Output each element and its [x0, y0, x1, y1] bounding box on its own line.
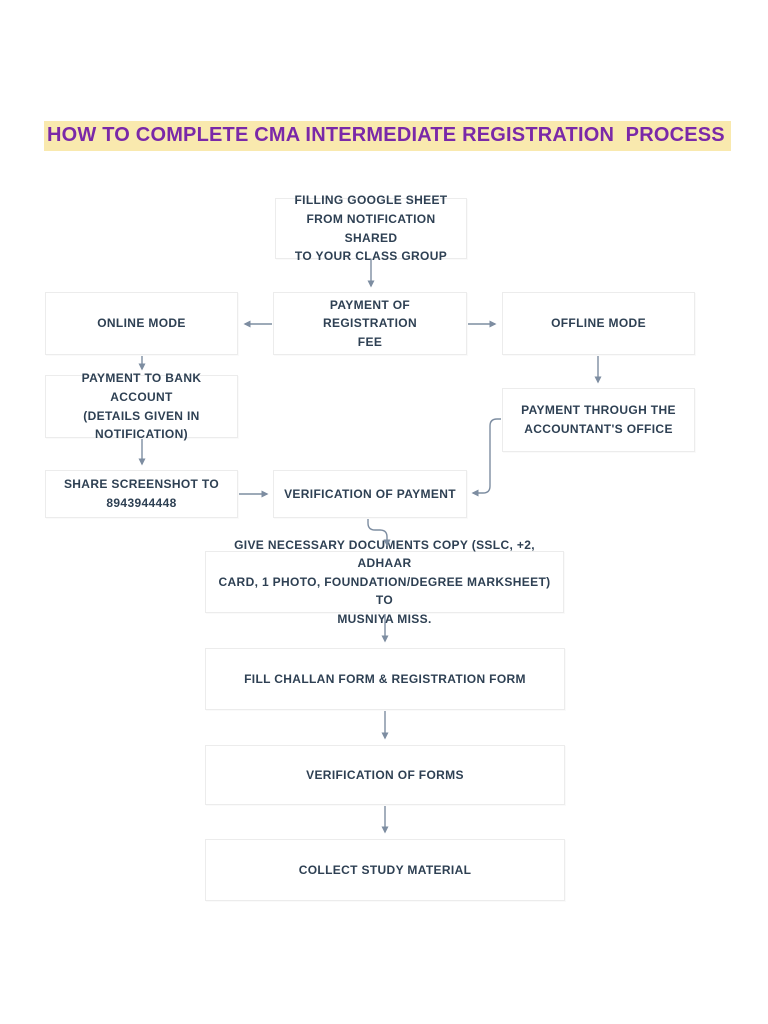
flow-node-filling-google-sheet: FILLING GOOGLE SHEET FROM NOTIFICATION S…: [275, 193, 467, 263]
share-screenshot-text: SHARE SCREENSHOT TO: [63, 477, 220, 492]
flow-node-label: PAYMENT THROUGH THE ACCOUNTANT'S OFFICE: [521, 403, 676, 436]
flow-node-label: ONLINE MODE: [97, 316, 186, 331]
flow-node-label: GIVE NECESSARY DOCUMENTS COPY (SSLC, +2,…: [218, 537, 551, 626]
flow-node-payment-of-registration-fee: PAYMENT OF REGISTRATION FEE: [273, 292, 467, 355]
flow-node-online-mode: ONLINE MODE: [45, 292, 238, 355]
flow-node-label: OFFLINE MODE: [551, 316, 646, 331]
flow-node-label: SHARE SCREENSHOT TO 8943944448: [64, 457, 219, 531]
flow-node-label: FILLING GOOGLE SHEET FROM NOTIFICATION S…: [294, 193, 448, 264]
page-title: HOW TO COMPLETE CMA INTERMEDIATE REGISTR…: [44, 121, 731, 151]
flow-node-label: VERIFICATION OF FORMS: [306, 767, 464, 782]
flow-node-verification-of-payment: VERIFICATION OF PAYMENT: [273, 470, 467, 518]
flow-node-collect-study-material: COLLECT STUDY MATERIAL: [205, 839, 565, 901]
phone-number: 8943944448: [106, 496, 177, 510]
flow-node-payment-through-accountants-office: PAYMENT THROUGH THE ACCOUNTANT'S OFFICE: [502, 388, 695, 452]
flow-node-share-screenshot: SHARE SCREENSHOT TO 8943944448: [45, 470, 238, 518]
flow-node-label: FILL CHALLAN FORM & REGISTRATION FORM: [244, 671, 526, 686]
flow-node-verification-of-forms: VERIFICATION OF FORMS: [205, 745, 565, 805]
flow-node-offline-mode: OFFLINE MODE: [502, 292, 695, 355]
connector-accoffice-to-verpay-arrow: [471, 418, 501, 497]
flow-node-label: PAYMENT TO BANK ACCOUNT (DETAILS GIVEN I…: [81, 371, 202, 442]
flow-node-fill-challan-registration-form: FILL CHALLAN FORM & REGISTRATION FORM: [205, 648, 565, 710]
flow-node-label: VERIFICATION OF PAYMENT: [284, 486, 456, 501]
flow-node-label: COLLECT STUDY MATERIAL: [298, 862, 472, 877]
flow-node-label: PAYMENT OF REGISTRATION FEE: [323, 297, 417, 349]
flow-node-payment-to-bank-account: PAYMENT TO BANK ACCOUNT (DETAILS GIVEN I…: [45, 371, 238, 441]
flow-node-give-documents: GIVE NECESSARY DOCUMENTS COPY (SSLC, +2,…: [205, 538, 564, 626]
